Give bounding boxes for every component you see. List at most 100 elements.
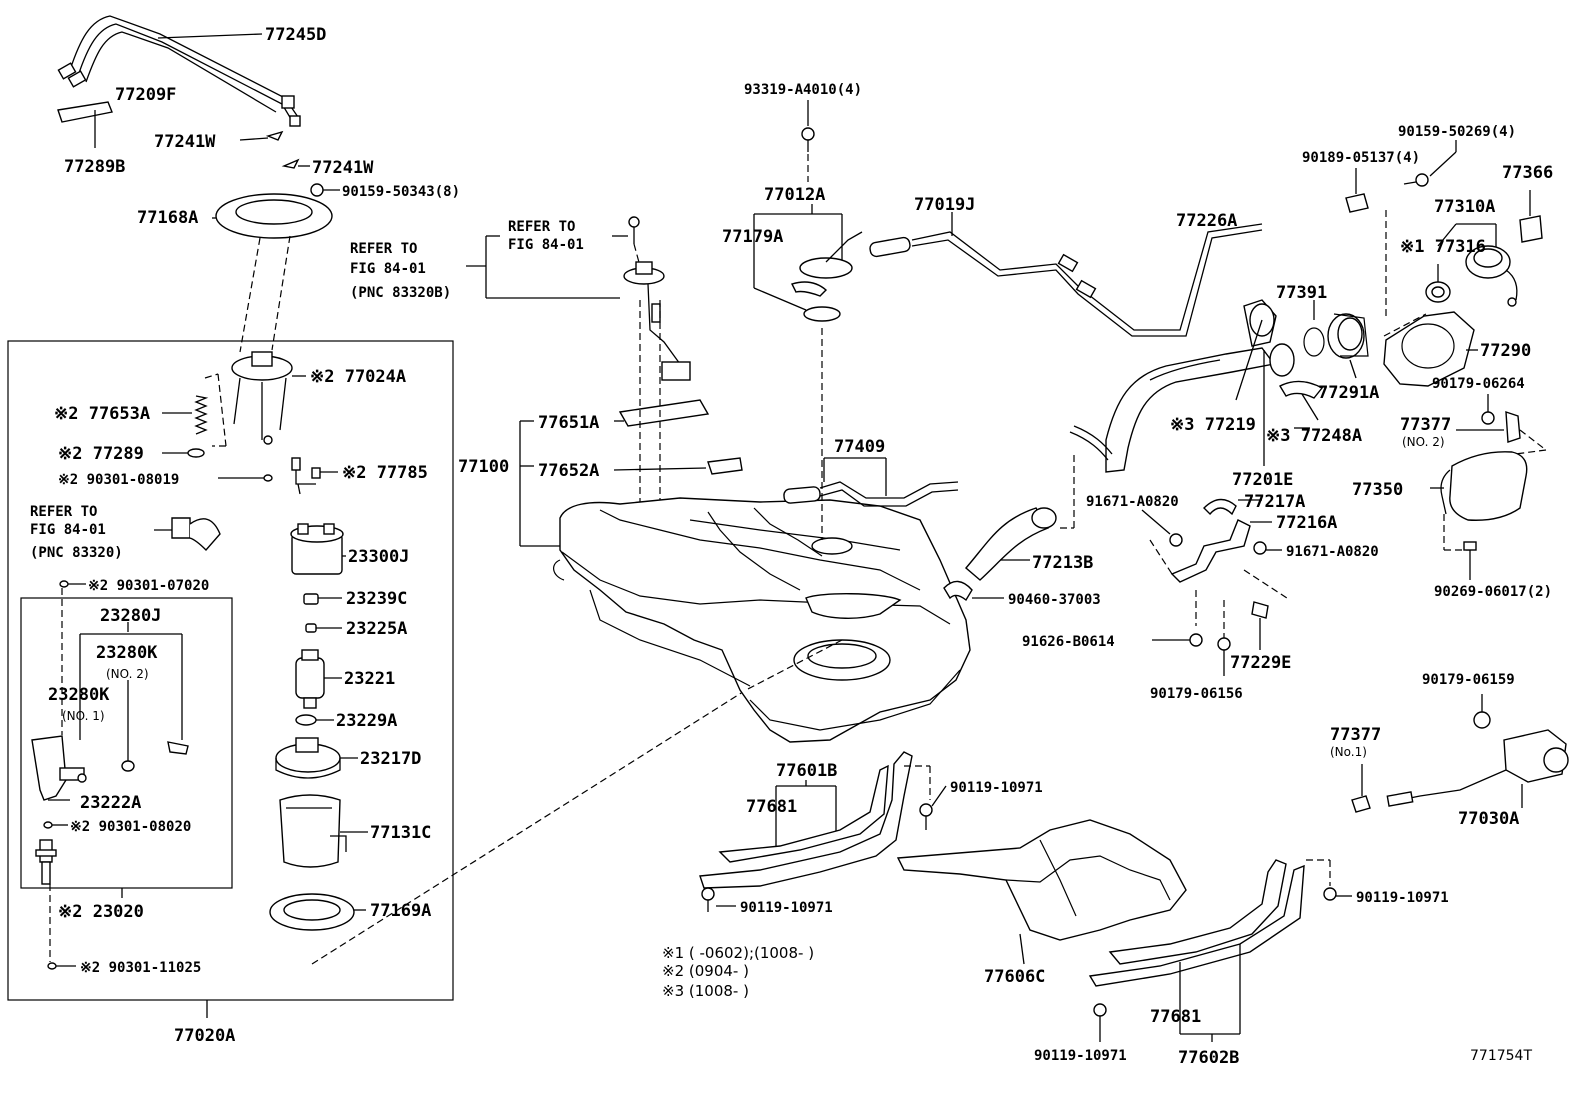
fuel-suction-tube-77131C xyxy=(279,794,368,868)
label-77377-no2: 77377 xyxy=(1400,415,1451,435)
label-23225A: 23225A xyxy=(346,619,407,639)
label-77289B: 77289B xyxy=(64,157,125,177)
label-90301-07020: ※2 90301-07020 xyxy=(88,578,209,594)
label-77169A: 77169A xyxy=(370,901,431,921)
label-77377-no1: 77377 xyxy=(1330,725,1381,745)
label-90119-10971-a: 90119-10971 xyxy=(950,780,1043,796)
label-refer1-c: (PNC 83320B) xyxy=(350,285,451,301)
label-90179-06264: 90179-06264 xyxy=(1432,376,1525,392)
bolt-90119-10971-c xyxy=(1323,887,1352,901)
label-77100: 77100 xyxy=(458,457,509,477)
sender-gauge-23280J xyxy=(31,588,189,801)
bolt-91671-A0820-a xyxy=(1141,509,1183,547)
label-23020: ※2 23020 xyxy=(58,902,144,922)
label-90301-11025: ※2 90301-11025 xyxy=(80,960,201,976)
label-77350: 77350 xyxy=(1352,480,1403,500)
label-91671-A0820-b: 91671-A0820 xyxy=(1286,544,1379,560)
label-refer2-a: REFER TO xyxy=(350,241,417,257)
label-77601B: 77601B xyxy=(776,761,837,781)
hose-77409 xyxy=(783,457,959,507)
fuel-sender-subframe xyxy=(20,597,233,889)
label-77291A: 77291A xyxy=(1318,383,1379,403)
spring-77653A xyxy=(162,373,227,447)
label-77289: ※2 77289 xyxy=(58,444,144,464)
label-refer1-a: REFER TO xyxy=(508,219,575,235)
label-77179A: 77179A xyxy=(722,227,783,247)
fuel-lid-77350 xyxy=(1430,451,1528,551)
fuel-tank-77100 xyxy=(553,497,971,743)
label-77241W-a: 77241W xyxy=(154,132,216,152)
label-77030A: 77030A xyxy=(1458,809,1519,829)
retainer-ring-77168A xyxy=(212,193,333,239)
label-77290: 77290 xyxy=(1480,341,1531,361)
label-90179-06156: 90179-06156 xyxy=(1150,686,1243,702)
label-23280J: 23280J xyxy=(100,606,161,626)
fuel-filler-pipe-77201E xyxy=(1069,299,1324,473)
label-90179-06159: 90179-06159 xyxy=(1422,672,1515,688)
lock-77366 xyxy=(1519,190,1543,243)
label-77377-no2-sub: (NO. 2) xyxy=(1402,435,1445,449)
clamp-90460-37003 xyxy=(943,580,1004,602)
label-77377-no1-sub: (No.1) xyxy=(1330,745,1367,759)
label-refer2-b: FIG 84-01 xyxy=(350,261,426,277)
note-1: ※1 ( -0602);(1008- ) xyxy=(662,944,814,962)
fuel-tank-vent-tube-77012A xyxy=(754,204,863,297)
label-23222A: 23222A xyxy=(80,793,141,813)
refer-bracket-83320B xyxy=(466,235,620,299)
sender-assembly-83320B xyxy=(612,216,691,381)
hose-77213B xyxy=(965,452,1075,581)
label-77216A: 77216A xyxy=(1276,513,1337,533)
label-90301-08020: ※2 90301-08020 xyxy=(70,819,191,835)
label-77602B: 77602B xyxy=(1178,1048,1239,1068)
label-77681-a: 77681 xyxy=(746,797,797,817)
label-refer3-b: FIG 84-01 xyxy=(30,522,106,538)
cushion-90179-06264 xyxy=(1481,394,1495,425)
label-77681-b: 77681 xyxy=(1150,1007,1201,1027)
label-77245D: 77245D xyxy=(265,25,326,45)
bracket-77216A xyxy=(1149,519,1291,640)
gasket-77179A xyxy=(753,214,841,322)
bolt-93319-A4010 xyxy=(801,100,815,182)
label-77024A: ※2 77024A xyxy=(310,367,406,387)
band-77217A xyxy=(1203,498,1262,516)
label-93319-A4010: 93319-A4010(4) xyxy=(744,82,862,98)
label-77651A: 77651A xyxy=(538,413,599,433)
gasket-77169A xyxy=(269,893,366,931)
label-77131C: 77131C xyxy=(370,823,431,843)
label-refer3-c: (PNC 83320) xyxy=(30,545,123,561)
label-77226A: 77226A xyxy=(1176,211,1237,231)
note-3: ※3 (1008- ) xyxy=(662,982,749,1000)
label-77229E: 77229E xyxy=(1230,653,1291,673)
fuel-pressure-regulator-23217D xyxy=(275,737,358,779)
label-77168A: 77168A xyxy=(137,208,198,228)
label-refer1-b: FIG 84-01 xyxy=(508,237,584,253)
fuel-tube-77019J xyxy=(869,212,1263,337)
part-labels: 77245D 77209F 77289B 77241W 77241W 90159… xyxy=(30,25,1553,1068)
refer-connector xyxy=(154,517,221,552)
label-refer3-a: REFER TO xyxy=(30,504,97,520)
label-23280K-no2-sub: (NO. 2) xyxy=(106,667,149,681)
fuel-suction-plate-77024A xyxy=(231,351,306,445)
label-77366: 77366 xyxy=(1502,163,1553,183)
fuel-pump-subassy-23300J xyxy=(290,523,346,575)
label-90460-37003: 90460-37003 xyxy=(1008,592,1101,608)
label-91626-B0614: 91626-B0614 xyxy=(1022,634,1115,650)
label-77219: ※3 77219 xyxy=(1170,415,1256,435)
footnotes: ※1 ( -0602);(1008- ) ※2 (0904- ) ※3 (100… xyxy=(662,944,814,1000)
label-77409: 77409 xyxy=(834,437,885,457)
guide-line xyxy=(311,689,747,965)
label-77209F: 77209F xyxy=(115,85,176,105)
label-90159-50343: 90159-50343(8) xyxy=(342,184,460,200)
label-23221: 23221 xyxy=(344,669,395,689)
bolt-90119-10971-a xyxy=(919,785,947,830)
clip-90301-11025 xyxy=(47,962,76,970)
label-77217A: 77217A xyxy=(1244,492,1305,512)
bolt-90119-10971-d xyxy=(1093,1003,1107,1042)
bolt-91671-A0820-b xyxy=(1253,541,1282,555)
label-90301-08019: ※2 90301-08019 xyxy=(58,472,179,488)
label-77606C: 77606C xyxy=(984,967,1045,987)
guide-line xyxy=(745,639,843,691)
label-77213B: 77213B xyxy=(1032,553,1093,573)
cushion-23229A xyxy=(295,714,334,726)
